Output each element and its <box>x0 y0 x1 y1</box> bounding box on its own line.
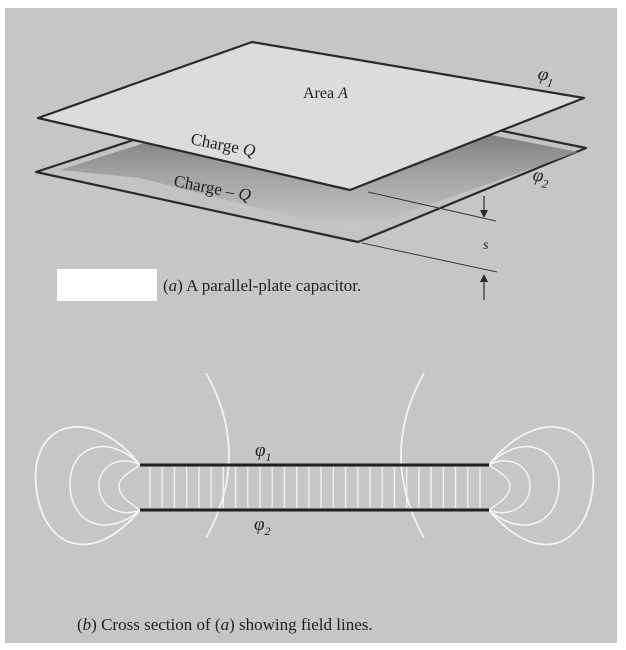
field-loop-right-3 <box>488 460 531 514</box>
caption-b-end: showing field lines. <box>239 615 373 634</box>
dimension-line-bottom <box>361 242 498 273</box>
gap-label: s <box>483 238 489 253</box>
bottom-charge-variable: Q <box>237 184 253 205</box>
field-loop-right-2 <box>488 445 560 526</box>
field-loop-right-1 <box>488 426 595 546</box>
panel-b: φ1 φ2 (b) Cross section of (a) showing f… <box>34 372 595 634</box>
area-label: Area <box>303 85 334 102</box>
caption-b-open: ( <box>77 615 83 634</box>
caption-a: (a) A parallel-plate capacitor. <box>163 276 361 295</box>
area-variable: A <box>337 85 348 102</box>
field-loop-left-1 <box>34 426 141 546</box>
phi2-symbol-a: φ <box>531 164 546 187</box>
caption-b-ref-open: ( <box>215 615 221 634</box>
svg-text:φ2: φ2 <box>254 514 271 538</box>
caption-a-letter: a <box>169 276 178 295</box>
svg-text:φ1: φ1 <box>535 63 556 90</box>
field-loop-right-4 <box>488 464 511 511</box>
svg-text:φ1: φ1 <box>255 440 272 464</box>
caption-b-ref: a <box>221 615 230 634</box>
svg-text:φ2: φ2 <box>530 164 551 191</box>
phi1-symbol-b: φ <box>255 440 266 461</box>
field-line-outer-right <box>400 372 425 539</box>
caption-b-mid: Cross section of <box>101 615 211 634</box>
caption-a-close: ) <box>177 276 183 295</box>
phi1-symbol-a: φ <box>536 63 551 86</box>
field-loop-left-3 <box>98 460 141 514</box>
field-line-outer-left <box>205 372 230 539</box>
caption-b: (b) Cross section of (a) showing field l… <box>77 615 373 634</box>
interior-field-lines <box>149 467 481 508</box>
top-charge-variable: Q <box>241 139 257 160</box>
panel-b-background <box>5 325 617 643</box>
top-plate <box>36 40 586 192</box>
caption-a-text: A parallel-plate capacitor. <box>186 276 361 295</box>
caption-b-close: ) <box>91 615 97 634</box>
caption-a-open: ( <box>163 276 169 295</box>
phi2-subscript-b: 2 <box>265 524 271 538</box>
phi1-subscript-b: 1 <box>266 450 272 464</box>
phi1-subscript-a: 1 <box>546 75 555 90</box>
caption-b-letter: b <box>83 615 92 634</box>
phi2-subscript-a: 2 <box>541 176 550 191</box>
panel-a: Area A Charge Q Charge – Q φ1 φ2 s (a) A… <box>34 40 588 300</box>
phi2-symbol-b: φ <box>254 514 265 535</box>
svg-text:Area A: Area A <box>303 85 348 102</box>
caption-a-blank-box <box>57 269 157 301</box>
caption-b-ref-close: ) <box>229 615 235 634</box>
dimension-arrowhead-top <box>480 210 488 218</box>
field-loop-left-2 <box>69 445 141 526</box>
field-loop-left-4 <box>118 464 141 511</box>
dimension-line-top <box>367 191 497 222</box>
dimension-arrowhead-bottom <box>480 274 488 282</box>
